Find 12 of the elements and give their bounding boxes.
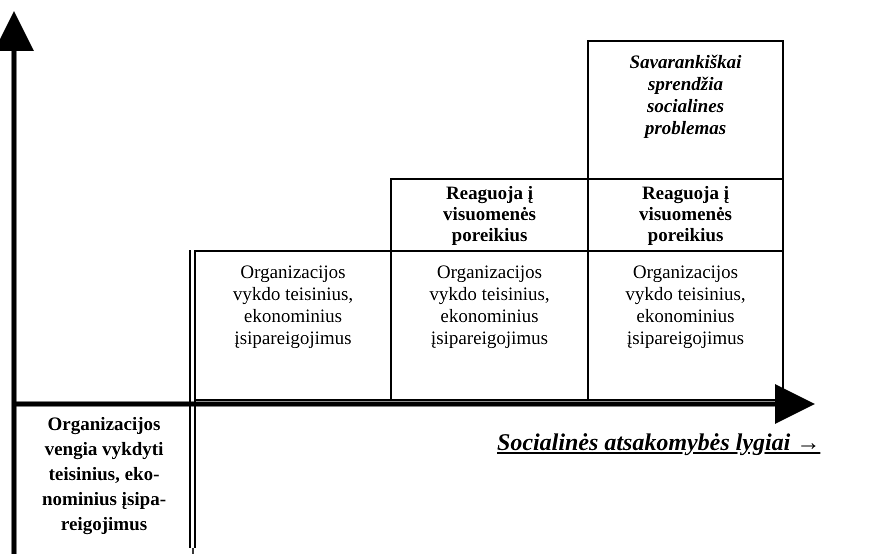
level-text: Organizacijos vengia vykdyti teisinius, eko- nominius įsipa- reigojimus: [40, 413, 168, 537]
level-box: [194, 250, 392, 401]
axis-title: Socialinės atsakomybės lygiai →: [497, 430, 820, 457]
level-box: [587, 250, 784, 401]
level-text: Reaguoja į visuomenės poreikius: [442, 183, 537, 246]
level-text: Organizacijos vykdo teisinius, ekonominius įsipareigojimus: [232, 262, 354, 350]
level-text: Organizacijos vykdo teisinius, ekonominius įsipareigojimus: [428, 262, 551, 350]
level-text: Reaguoja į visuomenės poreikius: [638, 183, 733, 246]
level-box: [390, 178, 589, 252]
level-box: [587, 40, 784, 180]
level-text: Organizacijos vykdo teisinius, ekonominius įsipareigojimus: [624, 262, 747, 350]
level-text: Savarankiškai sprendžia socialines problemas: [628, 52, 742, 140]
